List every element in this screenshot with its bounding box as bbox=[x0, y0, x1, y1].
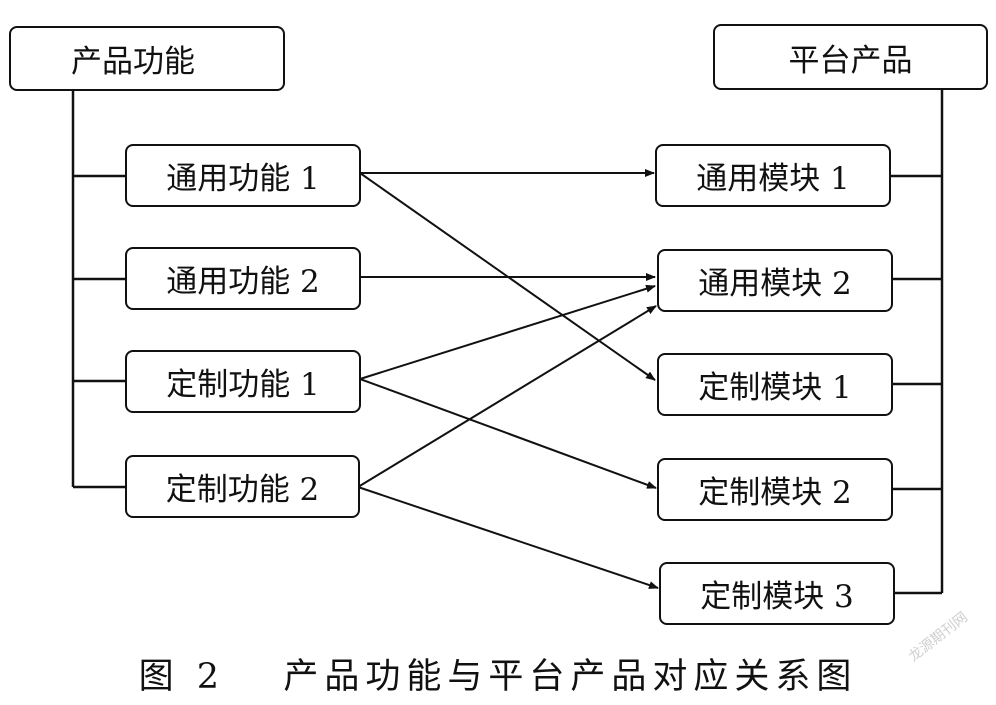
figure-number: 图 2 bbox=[138, 657, 226, 697]
function-box-custom-2: 定制功能 2 bbox=[125, 455, 360, 518]
platform-products-title: 平台产品 bbox=[788, 42, 913, 79]
function-box-general-1: 通用功能 1 bbox=[125, 144, 361, 207]
function-box-general-2: 通用功能 2 bbox=[125, 247, 361, 310]
module-label-custom-3: 定制模块 3 bbox=[700, 579, 854, 615]
product-functions-title: 产品功能 bbox=[71, 44, 195, 80]
arrow-custom-func-1-to-general-module-2 bbox=[359, 284, 656, 380]
arrow-custom-func-2-to-custom-module-3 bbox=[357, 486, 659, 589]
function-label-custom-1: 定制功能 1 bbox=[166, 367, 320, 403]
module-label-custom-1: 定制模块 1 bbox=[698, 370, 852, 406]
figure-title: 产品功能与平台产品对应关系图 bbox=[283, 657, 858, 697]
module-box-custom-1: 定制模块 1 bbox=[657, 353, 893, 416]
product-functions-header-box: 产品功能 bbox=[9, 26, 285, 91]
module-label-general-2: 通用模块 2 bbox=[698, 266, 852, 302]
module-box-custom-3: 定制模块 3 bbox=[659, 562, 895, 625]
module-box-custom-2: 定制模块 2 bbox=[657, 458, 893, 521]
right-tree-connectors bbox=[891, 90, 944, 595]
left-tree-connectors bbox=[71, 90, 127, 489]
module-label-custom-2: 定制模块 2 bbox=[698, 475, 852, 511]
module-box-general-2: 通用模块 2 bbox=[657, 249, 893, 312]
function-label-custom-2: 定制功能 2 bbox=[165, 472, 320, 508]
platform-products-header-box: 平台产品 bbox=[713, 24, 988, 90]
function-box-custom-1: 定制功能 1 bbox=[125, 350, 361, 413]
function-label-general-1: 通用功能 1 bbox=[166, 161, 320, 197]
diagram-canvas bbox=[71, 90, 944, 595]
module-box-general-1: 通用模块 1 bbox=[655, 144, 891, 207]
arrow-custom-func-2-to-general-module-2 bbox=[357, 305, 657, 488]
arrow-custom-func-1-to-custom-module-2 bbox=[359, 378, 657, 489]
module-label-general-1: 通用模块 1 bbox=[696, 161, 850, 197]
function-label-general-2: 通用功能 2 bbox=[166, 264, 320, 300]
mapping-arrows bbox=[357, 169, 659, 589]
figure-caption: 图 2 产品功能与平台产品对应关系图 bbox=[0, 648, 996, 699]
